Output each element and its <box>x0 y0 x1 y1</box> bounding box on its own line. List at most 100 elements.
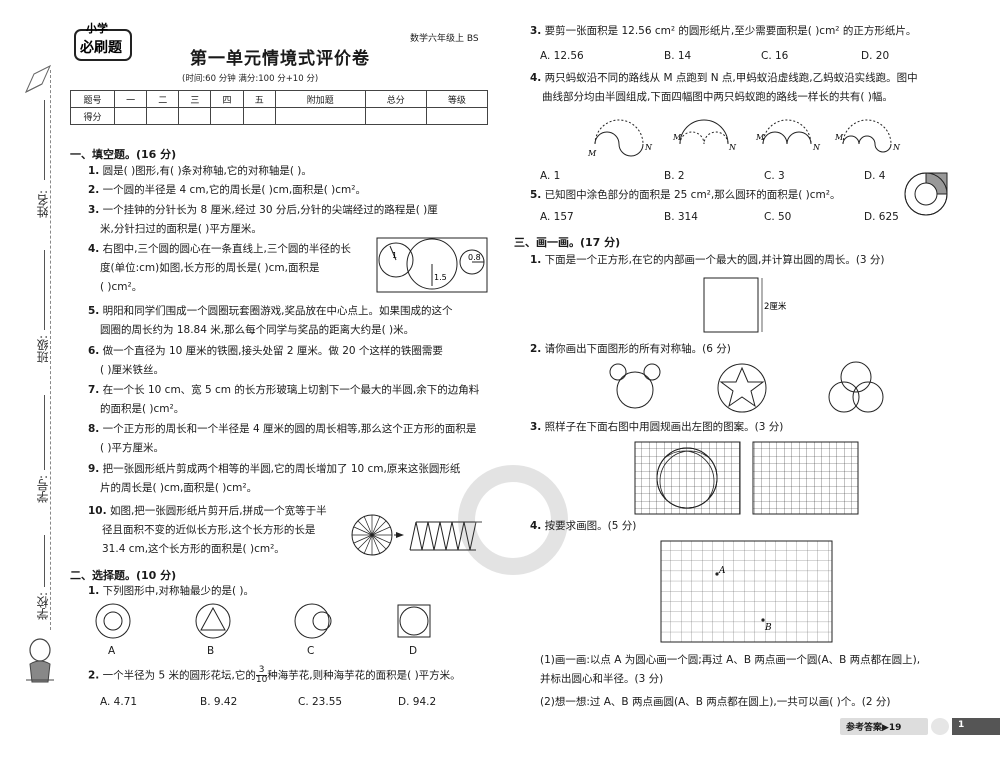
school-field[interactable] <box>44 535 45 587</box>
point-a-label: A <box>718 566 726 576</box>
grade-label: 数学六年级上 BS <box>410 34 479 44</box>
question-1-1: 1. 圆是( )图形,有( )条对称轴,它的对称轴是( )。 <box>88 162 488 181</box>
option-b[interactable]: B. 314 <box>664 211 698 223</box>
option-a[interactable]: A <box>108 645 116 657</box>
question-2-4: 4. 两只蚂蚁沿不同的路线从 M 点跑到 N 点,甲蚂蚁沿虚线跑,乙蚂蚁沿实线跑… <box>530 69 986 107</box>
score-input[interactable] <box>274 107 366 125</box>
question-number: 10. <box>88 505 107 517</box>
option-c[interactable]: C. 16 <box>761 50 789 62</box>
option-c[interactable]: C <box>307 645 315 657</box>
question-number: 2. <box>88 669 100 682</box>
question-text: 种海芋花,则种海芋花的面积是( )平方米。 <box>267 669 461 682</box>
score-input[interactable] <box>210 107 244 125</box>
logo-line2: 必刷题 <box>79 39 123 56</box>
question-1-5: 5. 明阳和同学们围成一个圆圈玩套圈游戏,奖品放在中心点上。如果围成的这个 圆圈… <box>88 302 498 340</box>
option-b[interactable]: B <box>207 645 215 657</box>
score-cell: 附加题 <box>274 90 366 108</box>
question-text: 在一个长 10 cm、宽 5 cm 的长方形玻璃上切割下一个最大的半圆,余下的边… <box>102 384 480 396</box>
radius-label-3: 0.8 <box>468 253 481 262</box>
question-3-1: 1. 下面是一个正方形,在它的内部画一个最大的圆,并计算出圆的周长。(3 分) <box>530 251 980 270</box>
question-number: 1. <box>530 254 542 266</box>
score-input[interactable] <box>113 107 148 125</box>
question-text: 度(单位:cm)如图,长方形的周长是( )cm,面积是 <box>100 262 320 274</box>
class-field[interactable] <box>44 250 45 330</box>
question-2-2-options: A. 4.71 B. 9.42 C. 23.55 D. 94.2 <box>100 696 490 710</box>
score-cell: 二 <box>146 90 180 108</box>
score-cell: 三 <box>178 90 212 108</box>
option-d[interactable]: D <box>409 645 418 657</box>
option-d[interactable]: D. 94.2 <box>398 696 437 708</box>
option-d[interactable]: D. 625 <box>864 211 899 223</box>
option-b[interactable]: B. 14 <box>664 50 692 62</box>
student-number-field[interactable] <box>44 395 45 470</box>
question-3-3: 3. 照样子在下面右图中用圆规画出左图的图案。(3 分) <box>530 418 930 437</box>
score-input[interactable] <box>178 107 212 125</box>
point-n-label: N <box>644 143 653 152</box>
question-3-2: 2. 请你画出下面图形的所有对称轴。(6 分) <box>530 340 930 359</box>
question-number: 2. <box>530 343 542 355</box>
point-n-label: N <box>728 143 737 152</box>
question-1-9: 9. 把一张圆形纸片剪成两个相等的半圆,它的周长增加了 10 cm,原来这张圆形… <box>88 460 498 498</box>
option-a[interactable]: A. 1 <box>540 170 561 182</box>
question-text: ( )厘米铁丝。 <box>100 364 165 376</box>
question-text: 一个挂钟的分针长为 8 厘米,经过 30 分后,分针的尖端经过的路程是( )厘 <box>102 204 438 216</box>
question-number: 7. <box>88 384 100 396</box>
question-text: 曲线部分均由半圆组成,下面四幅图中两只蚂蚁跑的路线一样长的共有( )幅。 <box>542 91 893 103</box>
score-input[interactable] <box>364 107 427 125</box>
logo-line1: 小学 <box>85 21 108 35</box>
question-text: 圆圈的周长约为 18.84 米,那么每个同学与奖品的距离大约是( )米。 <box>100 324 415 336</box>
page-title: 第一单元情境式评价卷 <box>190 49 370 69</box>
question-text: 请你画出下面图形的所有对称轴。(6 分) <box>544 343 731 355</box>
page-subtitle: (时间:60 分钟 满分:100 分+10 分) <box>182 74 319 84</box>
score-cell: 题号 <box>70 90 115 108</box>
question-1-10: 10. 如图,把一张圆形纸片剪开后,拼成一个宽等于半 径且面积不变的近似长方形,… <box>88 502 358 559</box>
student-number-label: 学号: <box>36 475 50 504</box>
school-label: 学校: <box>36 592 50 621</box>
question-2-3: 3. 要剪一张面积是 12.56 cm² 的圆形纸片,至少需要面积是( )cm²… <box>530 22 980 41</box>
score-input[interactable] <box>146 107 180 125</box>
binding-margin: 姓名: 班级: 学号: 学校: <box>0 0 62 761</box>
score-input[interactable] <box>425 107 489 125</box>
section-1-title: 一、填空题。(16 分) <box>70 148 177 161</box>
question-number: 3. <box>530 25 542 37</box>
option-c[interactable]: C. 50 <box>764 211 792 223</box>
symmetry-axes-figures[interactable] <box>600 360 900 416</box>
question-text: (2)想一想:过 A、B 两点画圆(A、B 两点都在圆上),一共可以画( )个。… <box>540 696 891 708</box>
score-cell: 总分 <box>364 90 427 108</box>
option-a[interactable]: A. 157 <box>540 211 574 223</box>
question-number: 1. <box>88 165 100 177</box>
name-field[interactable] <box>44 100 45 180</box>
option-d[interactable]: D. 4 <box>864 170 886 182</box>
point-m-label: M <box>834 133 844 142</box>
question-text: 下面是一个正方形,在它的内部画一个最大的圆,并计算出圆的周长。(3 分) <box>544 254 885 266</box>
square-figure[interactable]: 2厘米 <box>702 276 802 336</box>
mascot-icon <box>26 638 54 683</box>
question-text: 照样子在下面右图中用圆规画出左图的图案。(3 分) <box>544 421 784 433</box>
question-text: 圆是( )图形,有( )条对称轴,它的对称轴是( )。 <box>102 165 312 177</box>
question-text: 一个圆的半径是 4 cm,它的周长是( )cm,面积是( )cm²。 <box>102 184 366 196</box>
question-2-4-options: A. 1 B. 2 C. 3 D. 4 <box>540 170 960 184</box>
question-text: 两只蚂蚁沿不同的路线从 M 点跑到 N 点,甲蚂蚁沿虚线跑,乙蚂蚁沿实线跑。图中 <box>544 72 918 84</box>
question-text: 明阳和同学们围成一个圆圈玩套圈游戏,奖品放在中心点上。如果围成的这个 <box>102 305 453 317</box>
question-text: ( )cm²。 <box>100 281 143 293</box>
section-2-title: 二、选择题。(10 分) <box>70 569 177 582</box>
brand-logo: 小学 必刷题 <box>72 20 134 64</box>
question-number: 5. <box>530 189 542 201</box>
option-b[interactable]: B. 9.42 <box>200 696 238 708</box>
compass-pattern-figure[interactable] <box>634 441 884 516</box>
question-number: 2. <box>88 184 100 196</box>
ant-paths-figure: MN MN MN MN <box>587 119 901 158</box>
option-c[interactable]: C. 23.55 <box>298 696 343 708</box>
ring-figure <box>904 172 948 216</box>
grid-drawing-area[interactable]: A B <box>660 540 834 644</box>
option-c[interactable]: C. 3 <box>764 170 785 182</box>
option-b[interactable]: B. 2 <box>664 170 685 182</box>
score-input[interactable] <box>242 107 276 125</box>
option-a[interactable]: A. 4.71 <box>100 696 138 708</box>
option-d[interactable]: D. 20 <box>861 50 890 62</box>
class-label: 班级: <box>36 335 50 364</box>
question-3-4: 4. 按要求画图。(5 分) <box>530 517 830 536</box>
option-a[interactable]: A. 12.56 <box>540 50 584 62</box>
point-m-label: M <box>755 133 765 142</box>
